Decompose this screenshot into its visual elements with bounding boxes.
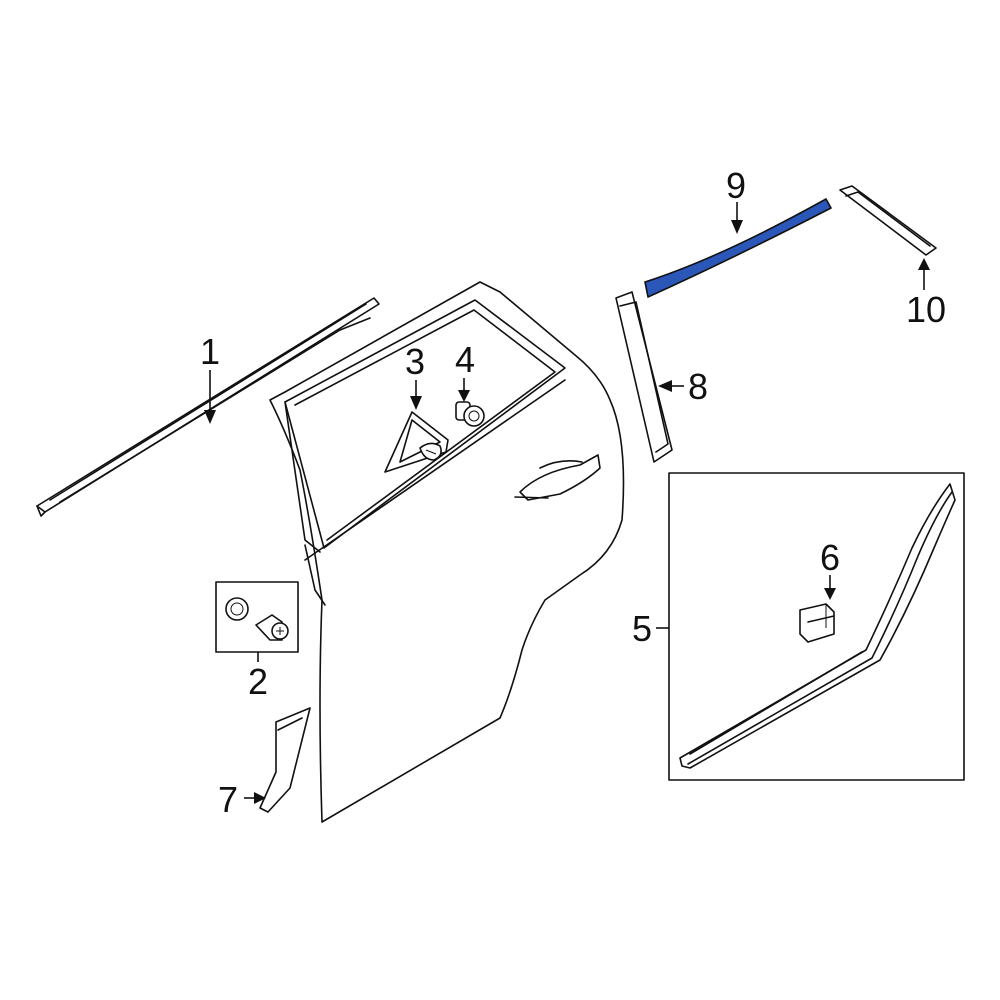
- callout-9: 9: [726, 165, 746, 206]
- callout-1-leader: [204, 370, 216, 424]
- callout-6-leader: [824, 575, 836, 600]
- callout-3: 3: [405, 341, 425, 382]
- callout-7: 7: [218, 779, 238, 820]
- callout-5: 5: [632, 608, 652, 649]
- roof-molding-part-highlighted[interactable]: [644, 198, 832, 298]
- callout-2: 2: [248, 661, 268, 702]
- corner-trim-part[interactable]: [384, 411, 449, 473]
- callout-3-leader: [410, 380, 422, 410]
- callout-1: 1: [200, 331, 220, 372]
- door-molding-part[interactable]: [679, 483, 956, 769]
- pillar-trim-part[interactable]: [615, 291, 673, 463]
- detail-box: [668, 472, 965, 781]
- clip-part[interactable]: [455, 401, 485, 427]
- fastener-kit-part[interactable]: [215, 581, 299, 653]
- molding-clip-part[interactable]: [799, 603, 835, 643]
- callout-10-leader: [918, 258, 930, 290]
- callout-4: 4: [455, 339, 475, 380]
- callout-4-leader: [458, 378, 470, 402]
- callout-8: 8: [688, 366, 708, 407]
- rear-door-outline: [269, 281, 625, 823]
- callout-9-leader: [731, 202, 743, 234]
- lower-trim-part[interactable]: [259, 707, 311, 813]
- callout-10: 10: [906, 289, 946, 330]
- callout-6: 6: [820, 537, 840, 578]
- belt-molding-part[interactable]: [36, 297, 380, 517]
- callout-7-leader: [244, 792, 266, 804]
- callout-8-leader: [658, 380, 684, 392]
- upper-trim-part[interactable]: [839, 185, 937, 256]
